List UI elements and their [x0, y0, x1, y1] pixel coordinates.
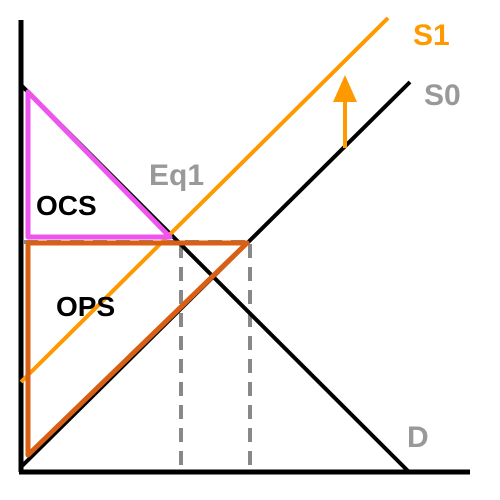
producer-surplus-triangle — [25, 240, 250, 458]
supply-s0-label: S0 — [424, 79, 461, 112]
supply-s1-line — [19, 16, 390, 384]
supply-s1-label: S1 — [413, 19, 450, 52]
consumer-surplus-triangle — [25, 89, 173, 240]
equilibrium-label: Eq1 — [149, 159, 204, 192]
consumer-surplus-label: OCS — [36, 190, 97, 221]
supply-shift-arrow-icon — [333, 75, 357, 148]
demand-label: D — [407, 421, 429, 454]
producer-surplus-label: OPS — [56, 291, 115, 322]
